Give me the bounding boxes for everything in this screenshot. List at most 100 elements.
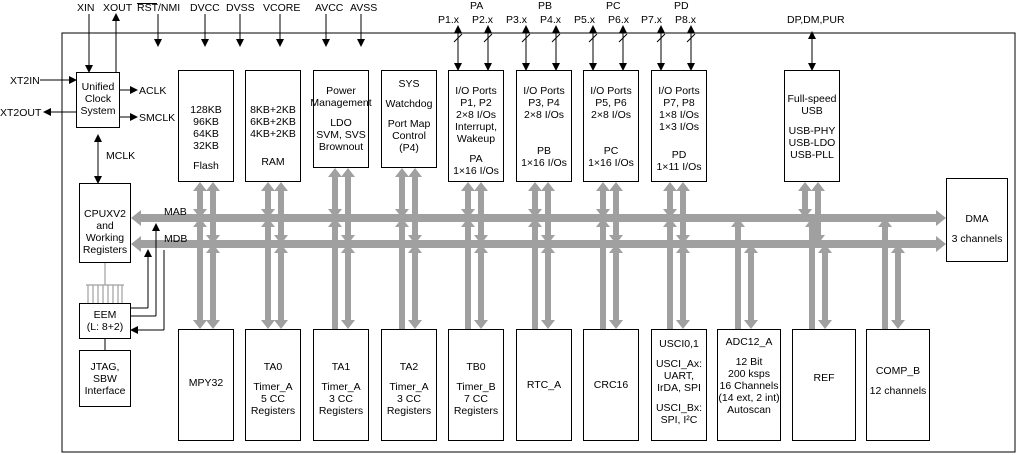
block-line: 96KB: [193, 116, 219, 128]
block-line: USCI0,1: [659, 338, 699, 350]
block-line: Timer_B: [456, 381, 496, 393]
block-line: 2×8 I/Os: [524, 109, 564, 121]
bus-link-mab: [461, 182, 475, 218]
port-pa-pin2: P2.x: [472, 14, 494, 26]
eem-block: EEM(L: 8+2): [79, 303, 131, 339]
rst-nmi-label: RST/NMI: [137, 2, 181, 14]
block-line: Flash: [193, 160, 219, 172]
block-line: 1×16 I/Os: [453, 165, 499, 177]
bus-link-mdb: [341, 244, 355, 329]
bus-link-mab: [663, 182, 677, 218]
bus-slash: [656, 33, 666, 43]
block-line: REF: [813, 372, 835, 384]
block-line: 1×16 I/Os: [521, 157, 567, 169]
block-line: (L: 8+2): [86, 321, 124, 333]
block-line: TA1: [331, 361, 351, 373]
usb-pins-label: DP,DM,PUR: [787, 14, 845, 26]
bus-link-mab: [395, 168, 409, 218]
bus-link-mab: [798, 182, 812, 218]
block-line: Power: [326, 85, 356, 97]
bus-link-mdb: [408, 168, 422, 244]
dvcc-label: DVCC: [190, 2, 220, 14]
dvss-label: DVSS: [226, 2, 255, 14]
block-line: 16 Channels: [719, 380, 779, 392]
bus-link-mdb: [206, 244, 220, 329]
block-line: TB0: [466, 361, 486, 373]
block-line: TA0: [263, 361, 283, 373]
port-pd-pin2: P8.x: [675, 14, 697, 26]
bus-slash: [453, 33, 463, 43]
block-line: IrDA, SPI: [657, 382, 701, 394]
block-line: (14 ext, 2 int): [718, 392, 780, 404]
block-line: EEM: [93, 309, 117, 321]
block-line: Management: [310, 97, 372, 109]
block-line: SYS: [398, 78, 420, 90]
block-line: USB-PHY: [788, 125, 836, 137]
block-line: Registers: [453, 405, 499, 417]
block-line: 8KB+2KB: [250, 104, 296, 116]
bus-link-mab: [805, 218, 819, 329]
block-line: P3, P4: [528, 97, 560, 109]
bus-link-mab: [663, 218, 677, 329]
bus-link-mdb: [744, 244, 758, 329]
rst-overline: [137, 3, 157, 4]
bus-link-mab: [461, 218, 475, 329]
block-line: Registers: [318, 405, 364, 417]
rtc-a-block: RTC_A: [516, 329, 572, 441]
block-line: PB: [536, 145, 551, 157]
mab-label: MAB: [164, 206, 187, 218]
bus-link-mdb: [206, 182, 220, 244]
mpy32-block: MPY32: [178, 329, 234, 441]
block-line: USB-PLL: [790, 149, 834, 161]
block-line: USCI_Ax:: [655, 358, 703, 370]
bus-link-mdb: [676, 244, 690, 329]
block-line: 3 CC: [397, 393, 421, 405]
port-pb-pin2: P4.x: [540, 14, 562, 26]
block-line: Port Map: [387, 118, 431, 130]
bus-link-mdb: [474, 182, 488, 244]
block-line: (P4): [399, 142, 419, 154]
block-line: 3 CC: [329, 393, 353, 405]
block-line: Control: [392, 130, 426, 142]
bus-link-mab: [261, 182, 275, 218]
bus-slash: [521, 33, 531, 43]
bus-layer: [131, 168, 946, 329]
block-line: I/O Ports: [590, 85, 632, 97]
block-line: Interrupt,: [454, 121, 498, 133]
block-line: 1×11 I/Os: [656, 161, 702, 173]
port-pd-pin1: P7.x: [641, 14, 663, 26]
block-line: 12 channels: [869, 385, 927, 397]
bus-link-mdb: [474, 244, 488, 329]
block-line: Autoscan: [727, 404, 771, 416]
block-line: Unified: [81, 81, 115, 93]
block-line: Clock: [84, 93, 112, 105]
block-line: PA: [469, 153, 483, 165]
block-line: P7, P8: [663, 97, 695, 109]
block-line: 1×3 I/Os: [659, 121, 699, 133]
port-pb-name: PB: [538, 0, 553, 12]
bus-link-mab: [528, 218, 542, 329]
block-line: Registers: [250, 405, 296, 417]
xout-label: XOUT: [103, 2, 133, 14]
block-line: 3 channels: [951, 233, 1003, 245]
block-line: Full-speed: [787, 93, 837, 105]
block-line: Interface: [84, 385, 126, 397]
bus-link-mab: [731, 218, 745, 329]
bus-link-mab: [261, 218, 275, 329]
block-line: 1×16 I/Os: [588, 157, 634, 169]
block-line: 2×8 I/Os: [456, 109, 496, 121]
block-line: 4KB+2KB: [250, 128, 296, 140]
vcore-label: VCORE: [263, 2, 301, 14]
block-line: LDO: [330, 117, 352, 129]
block-line: P1, P2: [460, 97, 492, 109]
avss-label: AVSS: [350, 2, 378, 14]
signal-layer: [40, 13, 816, 350]
